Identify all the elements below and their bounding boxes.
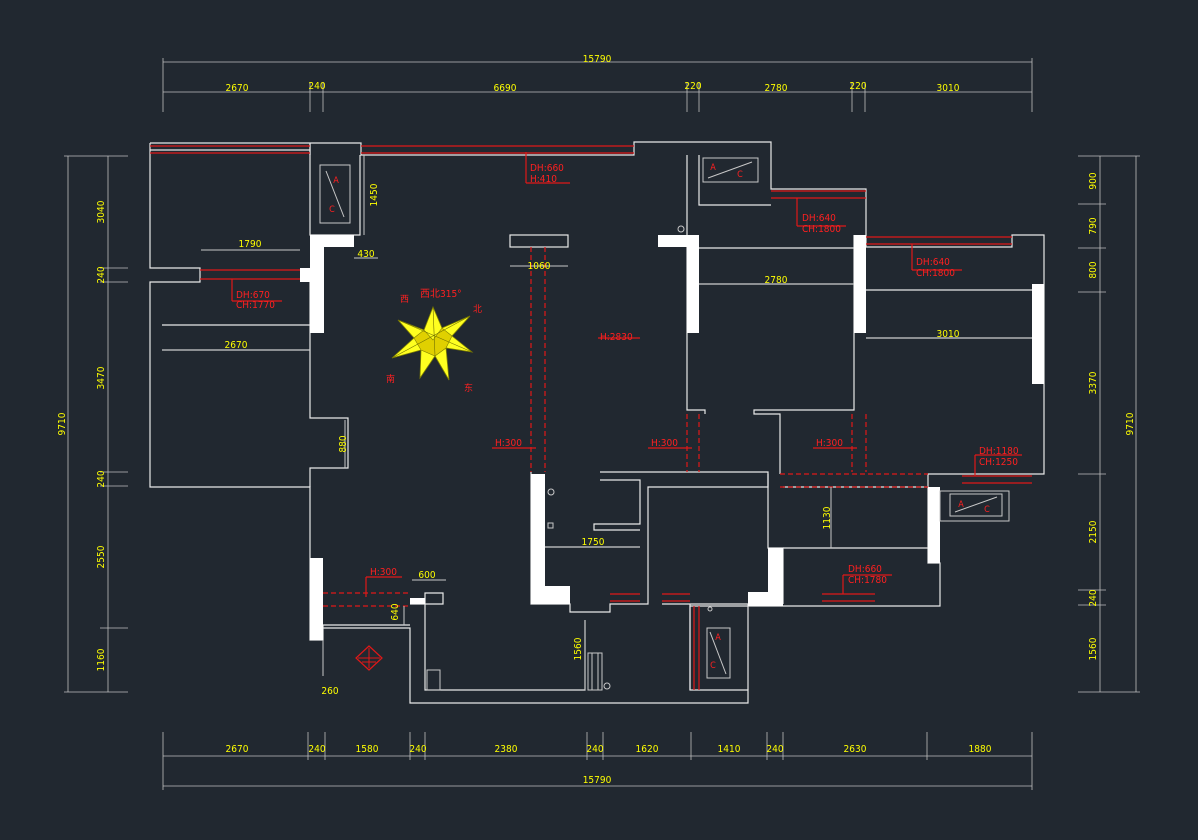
annot-beam-1: H:300 [495,438,522,449]
dim-left-3: 3470 [96,366,107,389]
dim-inner-3010: 3010 [937,329,960,340]
dim-bottom-10: 2630 [844,744,867,755]
ac-unit-2-a: A [710,163,716,173]
dim-left-5: 2550 [96,545,107,568]
ac-unit-1-a: A [333,176,339,186]
dim-top-5: 2780 [765,83,788,94]
ac-unit-2: A C [702,157,759,183]
dim-inner-880: 880 [338,435,349,452]
annot-window-top-dh: DH:660 [530,163,564,174]
entry-door-icon [355,645,383,671]
annot-window-top-h: H:410 [530,174,557,185]
dim-bottom-7: 1620 [636,744,659,755]
dim-top-4: 220 [684,81,701,92]
dim-top-2: 240 [308,81,325,92]
dim-bottom-3: 1580 [356,744,379,755]
dim-top-7: 3010 [937,83,960,94]
ac-unit-4-c: C [710,661,716,671]
compass-dir-ne: 北 [473,304,482,315]
dim-inner-600: 600 [418,570,435,581]
dim-left-4: 240 [96,470,107,487]
compass-icon [391,305,474,381]
dim-right-3: 800 [1088,261,1099,278]
dim-right-5: 2150 [1088,520,1099,543]
annot-bay-dh: DH:1180 [979,446,1019,457]
dim-inner-1790: 1790 [239,239,262,250]
annot-bedroom2-ch: CH:1800 [802,224,841,235]
ac-unit-1: A C [319,164,351,224]
annot-bath-ch: CH:1780 [848,575,887,586]
annot-bedroom1-dh: DH:670 [236,290,270,301]
dim-inner-2780: 2780 [765,275,788,286]
ac-unit-4: A C [706,627,731,679]
dim-right-total: 9710 [1125,412,1136,435]
annot-bath-dh: DH:660 [848,564,882,575]
dim-top-1: 2670 [226,83,249,94]
annot-bedroom2-dh: DH:640 [802,213,836,224]
annot-bedroom3-dh: DH:640 [916,257,950,268]
annot-ceiling-height: H:2830 [600,332,633,343]
dim-left-6: 1160 [96,648,107,671]
dim-left-total: 9710 [57,412,68,435]
ac-unit-3-c: C [984,505,990,515]
dim-left-1: 3040 [96,200,107,223]
annot-beam-3: H:300 [816,438,843,449]
dim-inner-430: 430 [357,249,374,260]
ac-unit-2-c: C [737,170,743,180]
annot-beam-4: H:300 [370,567,397,578]
ac-unit-4-a: A [715,633,721,643]
ac-unit-1-c: C [329,205,335,215]
dim-bottom-6: 240 [586,744,603,755]
dim-bottom-9: 240 [766,744,783,755]
dim-bottom-4: 240 [409,744,426,755]
dim-inner-2670: 2670 [225,340,248,351]
dim-top-total: 15790 [583,54,612,65]
annot-bay-ch: CH:1250 [979,457,1018,468]
dim-inner-640: 640 [390,603,401,620]
compass-dir-nw: 西 [400,294,409,305]
annotation-leaders [231,152,1022,597]
dim-right-4: 3370 [1088,371,1099,394]
dim-bottom-8: 1410 [718,744,741,755]
annot-bedroom3-ch: CH:1800 [916,268,955,279]
walls [149,141,1045,704]
compass-dir-sw: 南 [386,373,395,385]
compass-dir-se: 东 [464,382,473,394]
dim-inner-260: 260 [321,686,338,697]
window-lines [150,145,1032,690]
dim-top-6: 220 [849,81,866,92]
dim-inner-1560: 1560 [573,637,584,660]
ac-unit-3-a: A [958,500,964,510]
dim-bottom-2: 240 [308,744,325,755]
dim-right-7: 1560 [1088,637,1099,660]
dim-right-2: 790 [1088,217,1099,234]
annot-bedroom1-ch: CH:1770 [236,300,275,311]
dim-inner-1750: 1750 [582,537,605,548]
compass-heading: 西北315° [420,288,462,300]
dim-right-6: 240 [1088,589,1099,606]
dim-bottom-5: 2380 [495,744,518,755]
dim-bottom-1: 2670 [226,744,249,755]
dim-left-2: 240 [96,266,107,283]
annot-beam-2: H:300 [651,438,678,449]
ac-unit-3: A C [939,490,1010,522]
dim-inner-1130: 1130 [822,506,833,529]
inner-dimension-leaders [162,155,1032,690]
dimension-lines [64,58,1140,790]
dim-bottom-11: 1880 [969,744,992,755]
fixtures [426,225,713,691]
dim-right-1: 900 [1088,172,1099,189]
dim-bottom-total: 15790 [583,775,612,786]
dim-top-3: 6690 [494,83,517,94]
dim-inner-1060: 1060 [528,261,551,272]
wall-fills [300,235,1044,640]
dim-inner-1450: 1450 [369,183,380,206]
